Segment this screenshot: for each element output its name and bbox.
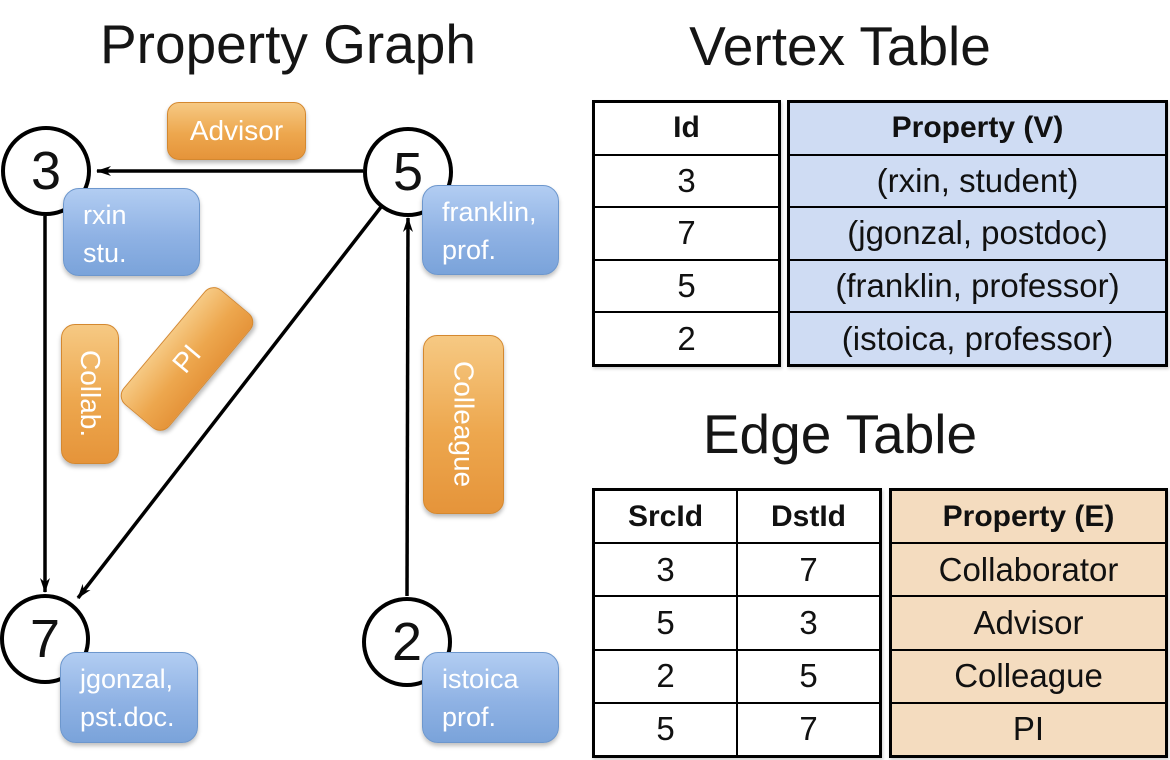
edge-table-property-cell: Collaborator (892, 542, 1165, 595)
edge-table-id-columns: SrcId DstId 3 7 5 3 2 5 5 7 (592, 488, 882, 758)
edge-table-srcid-cell: 2 (595, 650, 738, 702)
edge-5-to-7 (76, 205, 383, 600)
vertex-property-line: pst.doc. (80, 702, 175, 732)
vertex-table-property-cell: (jgonzal, postdoc) (790, 206, 1165, 259)
vertex-table-id-column: Id 3 7 5 2 (592, 100, 781, 367)
edge-table-property-column: Property (E) Collaborator Advisor Collea… (889, 488, 1168, 758)
vertex-table-property-column: Property (V) (rxin, student) (jgonzal, p… (787, 100, 1168, 367)
edge-table-header-dstid: DstId (771, 499, 846, 533)
edge-table-dstid-cell: 5 (799, 657, 818, 695)
vertex-property-box-5: franklin, prof. (422, 185, 559, 275)
edge-table-header-srcid: SrcId (595, 491, 738, 543)
vertex-id: 2 (391, 612, 423, 672)
vertex-property-box-7: jgonzal, pst.doc. (60, 652, 198, 743)
vertex-table-header-property: Property (V) (891, 111, 1064, 145)
edge-2-to-5 (402, 217, 413, 597)
vertex-table-property-cell: (franklin, professor) (790, 258, 1165, 312)
edge-table-dstid-cell: 3 (799, 604, 818, 641)
edge-table-srcid-cell: 3 (595, 544, 738, 596)
edge-table-property-cell: Advisor (892, 595, 1165, 648)
edge-label-collab: Collab. (61, 324, 119, 464)
edge-label-colleague: Colleague (423, 335, 504, 514)
edge-table-dstid-cell: 7 (799, 550, 818, 588)
property-graph-title: Property Graph (99, 13, 476, 75)
vertex-table-id-cell: 2 (595, 311, 778, 364)
vertex-node-3: 3 (1, 126, 91, 216)
vertex-property-line: istoica (442, 664, 519, 694)
vertex-property-line: rxin (83, 200, 127, 230)
vertex-table-header-id: Id (673, 111, 700, 145)
vertex-table-property-cell: (rxin, student) (790, 153, 1165, 207)
vertex-id: 3 (30, 141, 62, 201)
vertex-property-box-3: rxin stu. (63, 188, 200, 276)
vertex-table-id-cell: 5 (595, 258, 778, 312)
edge-table-dstid-cell: 7 (799, 710, 818, 748)
vertex-table-property-cell: (istoica, professor) (790, 311, 1165, 364)
edge-label-advisor: Advisor (167, 102, 306, 160)
vertex-property-box-2: istoica prof. (422, 652, 559, 743)
vertex-id: 7 (29, 609, 61, 669)
vertex-property-line: stu. (83, 238, 127, 268)
vertex-property-line: jgonzal, (80, 664, 174, 694)
edge-table-srcid-cell: 5 (595, 703, 738, 756)
edge-table-property-cell: PI (892, 701, 1165, 755)
edge-table-property-cell: Colleague (892, 648, 1165, 702)
vertex-property-line: prof. (442, 702, 497, 732)
vertex-table-title: Vertex Table (689, 15, 991, 77)
edge-table-header-property: Property (E) (942, 499, 1115, 533)
vertex-id: 5 (392, 142, 424, 202)
vertex-table-id-cell: 3 (595, 153, 778, 207)
edge-table-srcid-cell: 5 (595, 597, 738, 649)
vertex-table-id-cell: 7 (595, 206, 778, 259)
edge-table-title: Edge Table (702, 403, 978, 465)
vertex-property-line: franklin, (442, 197, 537, 227)
vertex-property-line: prof. (442, 235, 497, 265)
